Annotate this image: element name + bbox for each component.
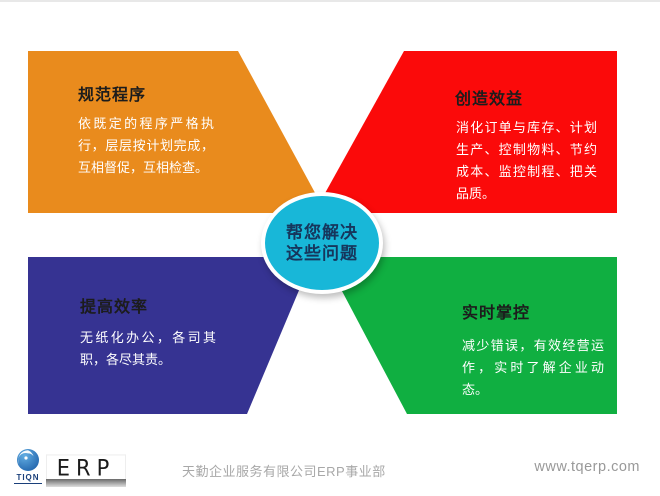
quadrant-body: 无纸化办公，各司其职，各尽其责。 (80, 330, 216, 367)
center-circle: 帮您解决 这些问题 (261, 192, 383, 294)
tiqn-logo: TIQN (14, 448, 42, 484)
center-label-line2: 这些问题 (286, 244, 358, 263)
tiqn-logo-label: TIQN (14, 473, 42, 484)
erp-logo-text: ERP (46, 454, 126, 480)
quadrant-title: 实时掌控 (462, 305, 531, 322)
quadrant-body: 减少错误，有效经营运作，实时了解企业动态。 (462, 338, 604, 397)
erp-logo-reflection (46, 479, 126, 487)
website-url: www.tqerp.com (534, 459, 640, 475)
top-divider-line (0, 0, 660, 2)
tiqn-globe-icon (17, 449, 39, 471)
quadrant-body: 消化订单与库存、计划生产、控制物料、节约成本、监控制程、把关品质。 (456, 120, 597, 201)
quadrant-title: 规范程序 (78, 87, 147, 104)
center-circle-label: 帮您解决 这些问题 (286, 222, 358, 264)
quadrant-bottom-left: 提高效率 无纸化办公，各司其职，各尽其责。 (28, 257, 313, 414)
center-label-line1: 帮您解决 (286, 223, 358, 242)
footer: TIQN ERP 天勤企业服务有限公司ERP事业部 www.tqerp.com (0, 440, 660, 496)
quadrant-bottom-right: 实时掌控 减少错误，有效经营运作，实时了解企业动态。 (324, 257, 617, 414)
erp-logo: ERP (46, 454, 126, 487)
quadrant-top-right: 创造效益 消化订单与库存、计划生产、控制物料、节约成本、监控制程、把关品质。 (314, 51, 617, 213)
quadrant-top-left: 规范程序 依既定的程序严格执行，层层按计划完成，互相督促，互相检查。 (28, 51, 326, 213)
quadrant-title: 提高效率 (80, 299, 149, 316)
company-name: 天勤企业服务有限公司ERP事业部 (182, 464, 386, 479)
quadrant-title: 创造效益 (455, 91, 524, 108)
quadrant-body: 依既定的程序严格执行，层层按计划完成，互相督促，互相检查。 (78, 116, 214, 175)
